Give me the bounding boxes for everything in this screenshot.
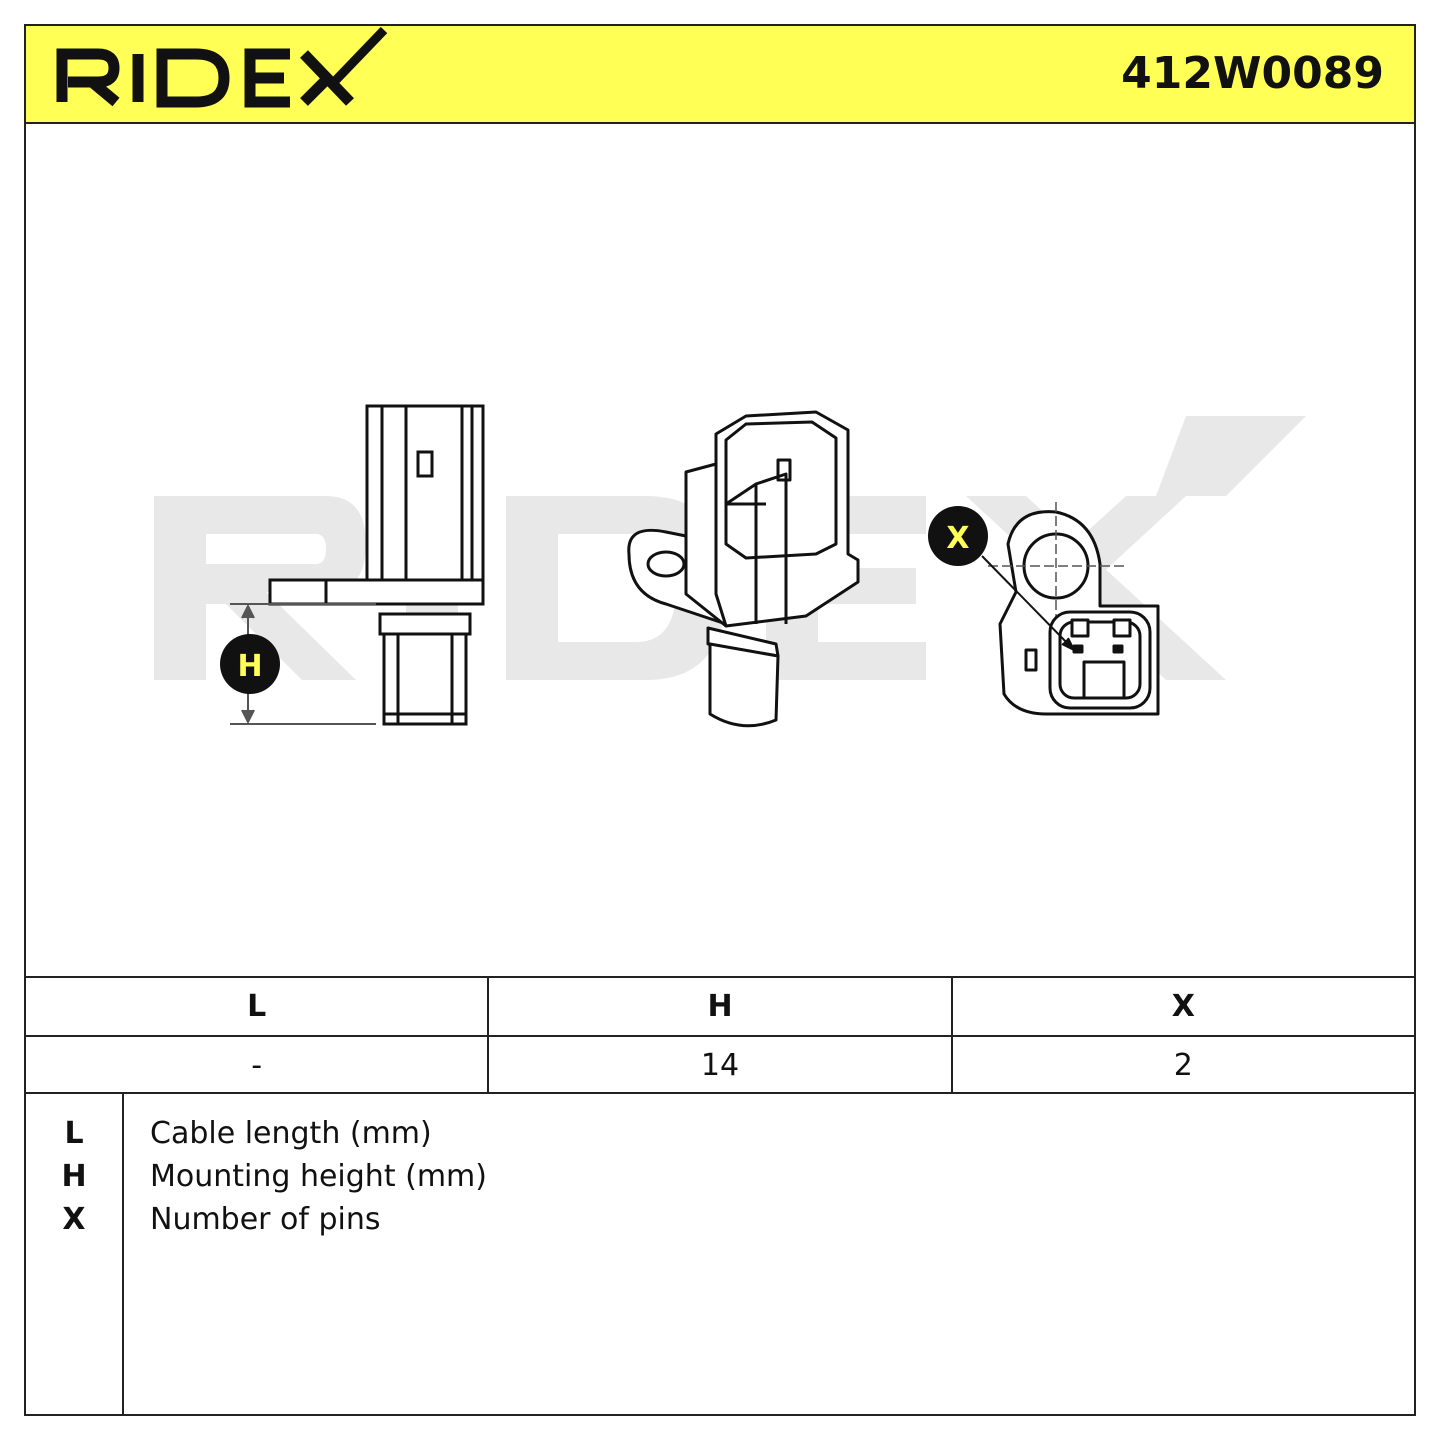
spec-table-header: L H X — [26, 978, 1414, 1037]
brand-logo — [56, 26, 388, 108]
pins-marker: X — [928, 506, 988, 566]
value-h: 14 — [487, 1037, 950, 1094]
legend-description: Cable length (mm) — [150, 1116, 432, 1151]
datasheet: 412W0089 — [24, 24, 1416, 1416]
connector-face-view — [988, 502, 1160, 716]
svg-text:X: X — [946, 521, 969, 556]
pins-leader — [981, 555, 1077, 653]
header-bar: 412W0089 — [26, 26, 1414, 124]
technical-drawing: H — [26, 124, 1414, 976]
column-header-x: X — [950, 978, 1414, 1035]
legend-description: Mounting height (mm) — [150, 1159, 487, 1194]
legend-row: X Number of pins — [26, 1202, 1414, 1245]
legend-key: L — [64, 1116, 84, 1151]
legend: L Cable length (mm) H Mounting height (m… — [26, 1094, 1414, 1416]
column-header-l: L — [247, 989, 267, 1024]
svg-text:H: H — [237, 649, 262, 684]
legend-key: X — [62, 1202, 86, 1237]
sensor-side-view — [268, 404, 485, 726]
legend-key: H — [61, 1159, 87, 1194]
value-l: - — [251, 1048, 263, 1083]
legend-row: L Cable length (mm) — [26, 1116, 1414, 1159]
legend-description: Number of pins — [150, 1202, 381, 1237]
sensor-perspective-view — [627, 410, 860, 728]
column-header-h: H — [487, 978, 950, 1035]
spec-table-values: - 14 2 — [26, 1037, 1414, 1094]
part-number: 412W0089 — [1121, 48, 1384, 99]
legend-divider — [122, 1094, 124, 1416]
height-marker: H — [220, 634, 280, 694]
value-x: 2 — [950, 1037, 1414, 1094]
legend-row: H Mounting height (mm) — [26, 1159, 1414, 1202]
spec-table: L H X - 14 2 — [26, 976, 1414, 1094]
